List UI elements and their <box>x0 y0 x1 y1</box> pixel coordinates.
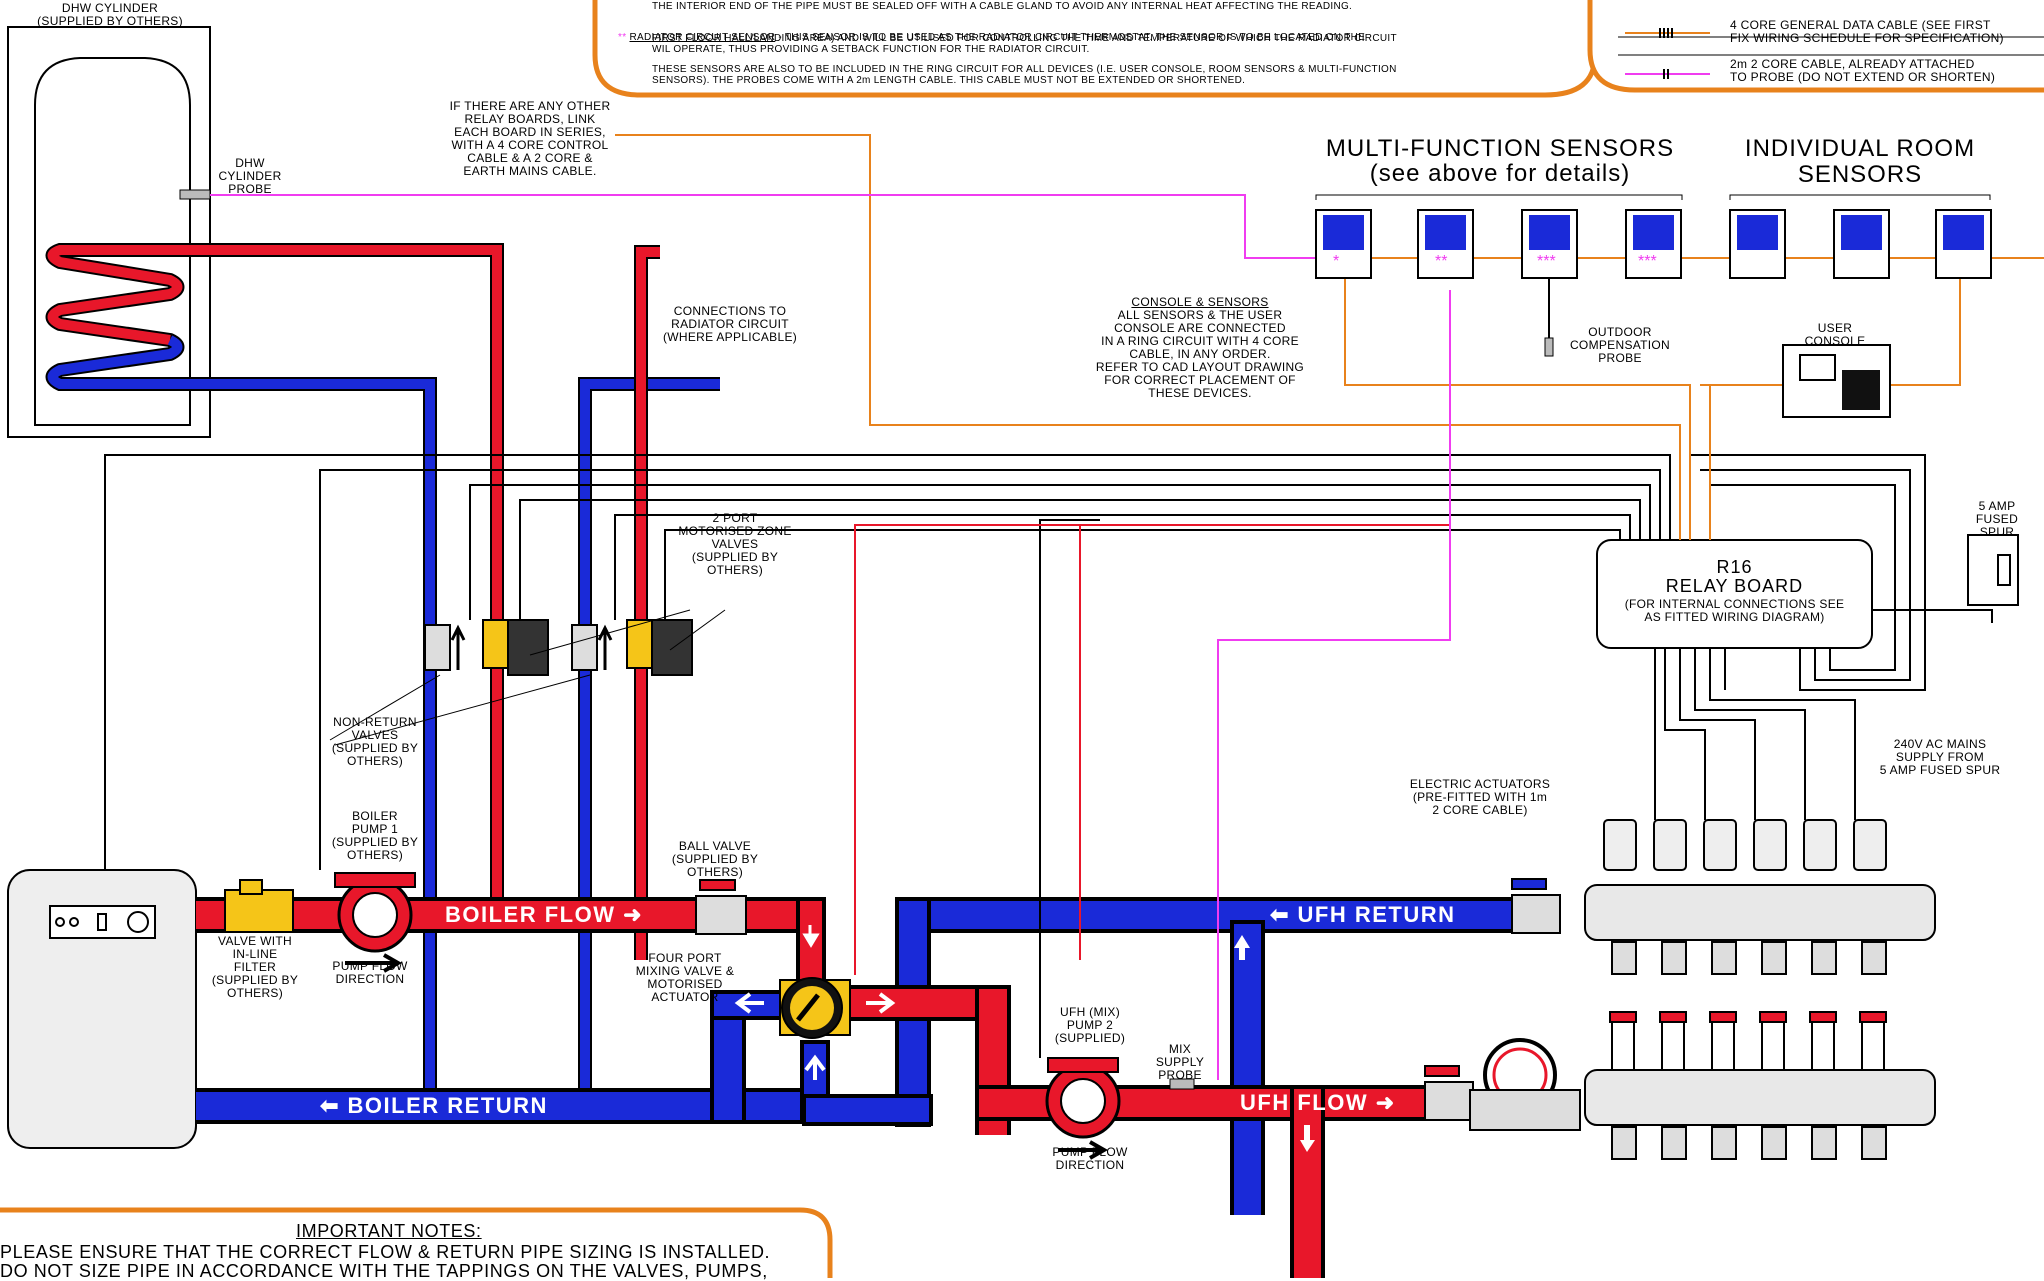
boiler-flow-text: BOILER FLOW <box>445 902 616 927</box>
relay-link-label: IF THERE ARE ANY OTHER RELAY BOARDS, LIN… <box>449 99 611 178</box>
user-console-label: USER CONSOLE <box>1804 321 1866 348</box>
cylinder-flow-pipe <box>200 245 502 900</box>
relay-board-title: R16 RELAY BOARD <box>1665 557 1804 596</box>
top-note-line1: THE INTERIOR END OF THE PIPE MUST BE SEA… <box>652 1 1353 12</box>
legend-card <box>1587 0 2044 93</box>
ball-valve <box>695 895 747 935</box>
pump-flow-label-1: PUMP FLOW DIRECTION <box>332 959 408 986</box>
fused-spur-label: 5 AMP FUSED SPUR <box>1975 499 2019 539</box>
legend-probe-cable: 2m 2 CORE CABLE, ALREADY ATTACHED TO PRO… <box>1730 57 1996 84</box>
zone-valve-1 <box>482 619 549 676</box>
legend-data-cable: 4 CORE GENERAL DATA CABLE (SEE FIRST FIX… <box>1730 18 2004 45</box>
return-manifold <box>1584 884 1936 941</box>
ufh-return-text: UFH RETURN <box>1297 902 1456 927</box>
console-text: ALL SENSORS & THE USER CONSOLE ARE CONNE… <box>1095 308 1305 400</box>
svg-text:**: ** <box>1435 253 1447 270</box>
actuators <box>1603 819 1887 871</box>
flow-meter-caps <box>1609 1011 1887 1023</box>
ufh-flow-text: UFH FLOW <box>1240 1090 1369 1115</box>
mains-supply-label: 240V AC MAINS SUPPLY FROM 5 AMP FUSED SP… <box>1879 737 2001 777</box>
multi-function-title: MULTI-FUNCTION SENSORS <box>1325 135 1675 162</box>
flow-meters <box>1611 1019 1885 1071</box>
top-note-radiator-3: WIL OPERATE, THUS PROVIDING A SETBACK FU… <box>652 44 1090 55</box>
dhw-probe <box>179 189 211 200</box>
boiler <box>7 869 197 1149</box>
control-cables <box>104 454 1671 1058</box>
boiler-return-label: ⬅ BOILER RETURN <box>320 1093 548 1118</box>
coil-return <box>47 335 435 1100</box>
manifold-outlets <box>1611 941 1887 1160</box>
pump-flow-arrow-1 <box>345 953 403 973</box>
non-return-valve-2 <box>571 624 613 671</box>
top-note-sensors: THESE SENSORS ARE ALSO TO BE INCLUDED IN… <box>652 64 1397 75</box>
flow-manifold <box>1584 1069 1936 1126</box>
important-note-2: DO NOT SIZE PIPE IN ACCORDANCE WITH THE … <box>0 1261 768 1281</box>
important-notes-title: IMPORTANT NOTES: <box>296 1221 482 1241</box>
outdoor-probe-label: OUTDOOR COMPENSATION PROBE <box>1569 325 1671 365</box>
sensor-boxes <box>1315 209 1992 279</box>
svg-text:*: * <box>1333 253 1339 270</box>
ball-valve-label: BALL VALVE (SUPPLIED BY OTHERS) <box>671 839 759 879</box>
svg-text:***: *** <box>1638 253 1657 270</box>
mix-supply-probe <box>1169 1078 1195 1090</box>
relay-board-subtitle: (FOR INTERNAL CONNECTIONS SEE AS FITTED … <box>1624 597 1845 624</box>
radiator-sensor-title: RADIATOR CIRCUIT SENSOR <box>629 32 776 43</box>
individual-room-title: INDIVIDUAL ROOM SENSORS <box>1744 135 1976 188</box>
four-port-label: FOUR PORT MIXING VALVE & MOTORISED ACTUA… <box>635 951 735 1004</box>
non-return-valve-1 <box>424 624 466 671</box>
boiler-pump-label: BOILER PUMP 1 (SUPPLIED BY OTHERS) <box>331 809 419 862</box>
boiler-flow-label: BOILER FLOW ➜ <box>445 902 644 927</box>
probe-cables <box>210 194 1451 1080</box>
relay-board <box>1596 539 1873 649</box>
coil-flow <box>47 245 200 345</box>
top-note-sensors-2: SENSORS). THE PROBES COME WITH A 2m LENG… <box>652 75 1246 86</box>
ufh-flow-label: UFH FLOW ➜ <box>1240 1090 1396 1115</box>
radiator-sensor-text: - THIS SENSOR IS TO BE USED AS THE RADIA… <box>775 32 1366 43</box>
filter-valve <box>224 889 294 933</box>
ufh-return-label: ⬅ UFH RETURN <box>1270 902 1456 927</box>
dhw-cylinder-label: DHW CYLINDER (SUPPLIED BY OTHERS) <box>37 1 183 28</box>
important-note-1: PLEASE ENSURE THAT THE CORRECT FLOW & RE… <box>0 1242 771 1262</box>
ufh-return-valve <box>1511 894 1561 934</box>
zone-valve-2 <box>626 619 693 676</box>
valve-filter-label: VALVE WITH IN-LINE FILTER (SUPPLIED BY O… <box>211 934 299 1000</box>
top-note-radiator: ** RADIATOR CIRCUIT SENSOR - THIS SENSOR… <box>618 32 1366 43</box>
outdoor-probe <box>1544 337 1554 357</box>
radiator-return-pipe <box>580 379 720 1100</box>
ufh-flow-valve <box>1424 1081 1474 1121</box>
radiator-flow-pipe <box>636 247 660 960</box>
ufh-return-pipe <box>899 901 1525 929</box>
ufh-pump-label: UFH (MIX) PUMP 2 (SUPPLIED) <box>1054 1005 1126 1045</box>
console-title: CONSOLE & SENSORS <box>1131 295 1269 309</box>
electric-actuators-label: ELECTRIC ACTUATORS (PRE-FITTED WITH 1m 2… <box>1409 777 1551 817</box>
boiler-return-text: BOILER RETURN <box>347 1093 548 1118</box>
mix-probe-label: MIX SUPPLY PROBE <box>1155 1042 1205 1082</box>
svg-text:***: *** <box>1537 253 1556 270</box>
non-return-label: NON-RETURN VALVES (SUPPLIED BY OTHERS) <box>331 715 419 768</box>
notes-card <box>0 1207 833 1278</box>
multi-function-subtitle: (see above for details) <box>1369 160 1631 187</box>
pump-flow-label-2: PUMP FLOW DIRECTION <box>1052 1145 1128 1172</box>
connections-radiator-label: CONNECTIONS TO RADIATOR CIRCUIT (WHERE A… <box>662 304 798 344</box>
dhw-probe-label: DHW CYLINDER PROBE <box>218 156 282 196</box>
zone-valves-label: 2 PORT MOTORISED ZONE VALVES (SUPPLIED B… <box>678 511 792 577</box>
pump-flow-arrow-2 <box>1058 1140 1109 1160</box>
top-note-radiator-2: FIRST FLOOR HALL/LANDING AREA) AND WILL … <box>652 33 1397 44</box>
